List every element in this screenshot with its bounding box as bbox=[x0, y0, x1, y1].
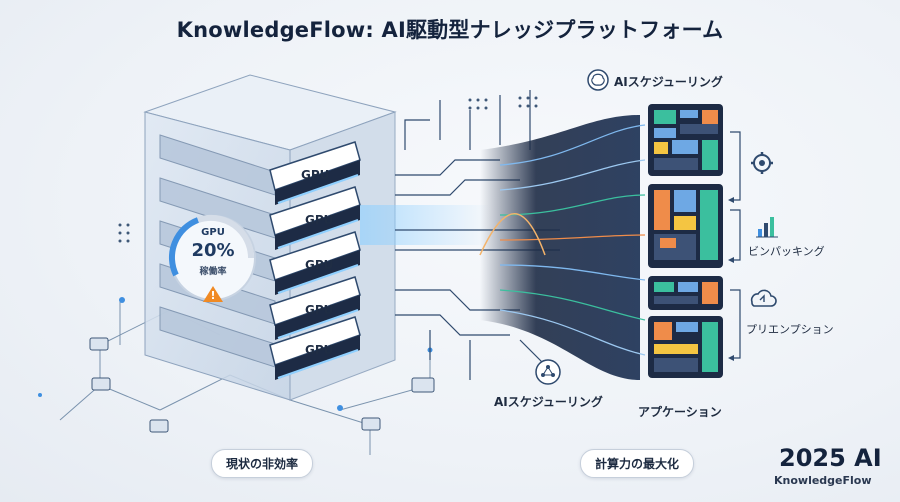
circuit-dot-grid bbox=[118, 96, 538, 243]
data-flow-bundle bbox=[480, 115, 640, 380]
svg-text:!: ! bbox=[210, 289, 215, 302]
scheduling-label-bottom: AIスケジューリング bbox=[494, 395, 603, 409]
gpu-label: GPU bbox=[301, 168, 330, 182]
feedback-arrows bbox=[730, 131, 741, 359]
flow-lines bbox=[479, 124, 646, 356]
gauge-value: 20% bbox=[191, 240, 235, 261]
preemption-label: プリエンプション bbox=[746, 323, 834, 336]
gauge-caption: 稼働率 bbox=[199, 267, 227, 277]
gauge-label: GPU bbox=[201, 227, 225, 238]
utilization-gauge: ! bbox=[169, 214, 256, 302]
gpu-label: GPU bbox=[305, 303, 334, 317]
gpu-label: GPU bbox=[305, 343, 334, 357]
dashboard-panels bbox=[648, 104, 723, 378]
bar-chart-icon bbox=[756, 217, 778, 238]
scheduling-label-top: AIスケジューリング bbox=[614, 75, 723, 89]
network-icon bbox=[535, 359, 561, 385]
bin-packing-label: ビンパッキング bbox=[748, 245, 825, 258]
brain-icon bbox=[587, 69, 609, 91]
gpu-label: GPU bbox=[305, 213, 334, 227]
warning-icon bbox=[203, 286, 223, 302]
application-label: アプケーション bbox=[638, 405, 722, 419]
brand-name: KnowledgeFlow bbox=[774, 474, 872, 487]
server-rack bbox=[143, 74, 490, 401]
compute-maximization-pill: 計算力の最大化 bbox=[580, 449, 695, 478]
gear-icon bbox=[751, 152, 773, 174]
floor-nodes bbox=[89, 337, 435, 433]
brand-year: 2025 AI bbox=[779, 444, 882, 472]
cloud-sync-icon bbox=[750, 289, 777, 307]
current-inefficiency-pill: 現状の非効率 bbox=[211, 449, 314, 478]
gpu-cards bbox=[269, 141, 361, 380]
page-title: KnowledgeFlow: AI駆動型ナレッジプラットフォーム bbox=[176, 18, 724, 42]
gpu-label: GPU bbox=[305, 258, 334, 272]
